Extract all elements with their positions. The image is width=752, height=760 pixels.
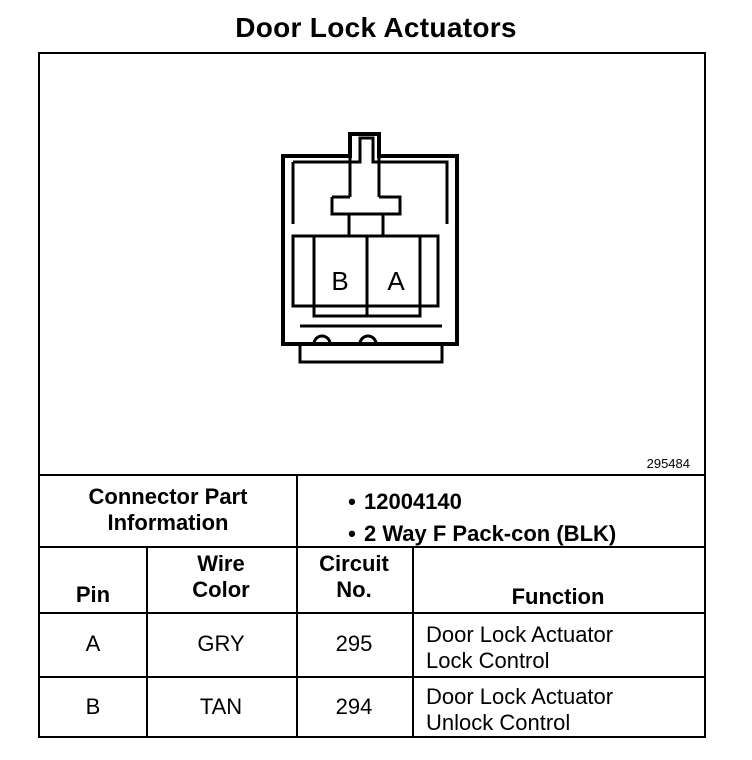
connector-part-info-label-line2: Information xyxy=(107,510,229,535)
connector-part-info-list: 12004140 2 Way F Pack-con (BLK) xyxy=(340,486,616,550)
header-circuit-no: Circuit No. xyxy=(319,551,389,602)
row-b-function: Door Lock Actuator Unlock Control xyxy=(426,684,614,735)
connector-part-info-label-line1: Connector Part xyxy=(88,484,248,509)
row-a-function: Door Lock Actuator Lock Control xyxy=(426,622,614,673)
terminal-block-outline xyxy=(291,234,440,308)
row-a-pin: A xyxy=(85,631,101,656)
row-a-circuit: 295 xyxy=(335,631,373,656)
pin-label-a: A xyxy=(387,266,405,296)
connector-type-item: 2 Way F Pack-con (BLK) xyxy=(340,518,616,550)
pin-label-b: B xyxy=(331,266,348,296)
header-pin: Pin xyxy=(75,582,111,607)
connector-part-info-label: Connector Part Information xyxy=(40,474,296,546)
housing-inner-cavity xyxy=(293,136,449,224)
figure-number: 295484 xyxy=(646,456,690,471)
row-b-pin: B xyxy=(85,694,101,719)
connector-housing xyxy=(281,132,459,346)
locating-bump-right xyxy=(358,334,378,345)
row-b-wire-color: TAN xyxy=(199,694,243,719)
latch-tab xyxy=(330,195,402,216)
row-a-wire-color: GRY xyxy=(197,631,245,656)
header-wire-color: Wire Color xyxy=(192,551,250,602)
bottom-rail xyxy=(298,324,444,364)
page-title: Door Lock Actuators xyxy=(235,12,517,43)
connector-table-frame: B A 295484 Connector Part Information 12… xyxy=(38,52,706,738)
header-function: Function xyxy=(511,584,605,609)
row-b-circuit: 294 xyxy=(335,694,373,719)
connector-drawing: B A xyxy=(281,132,459,364)
locating-bump-left xyxy=(312,334,332,345)
part-number-item: 12004140 xyxy=(340,486,616,518)
